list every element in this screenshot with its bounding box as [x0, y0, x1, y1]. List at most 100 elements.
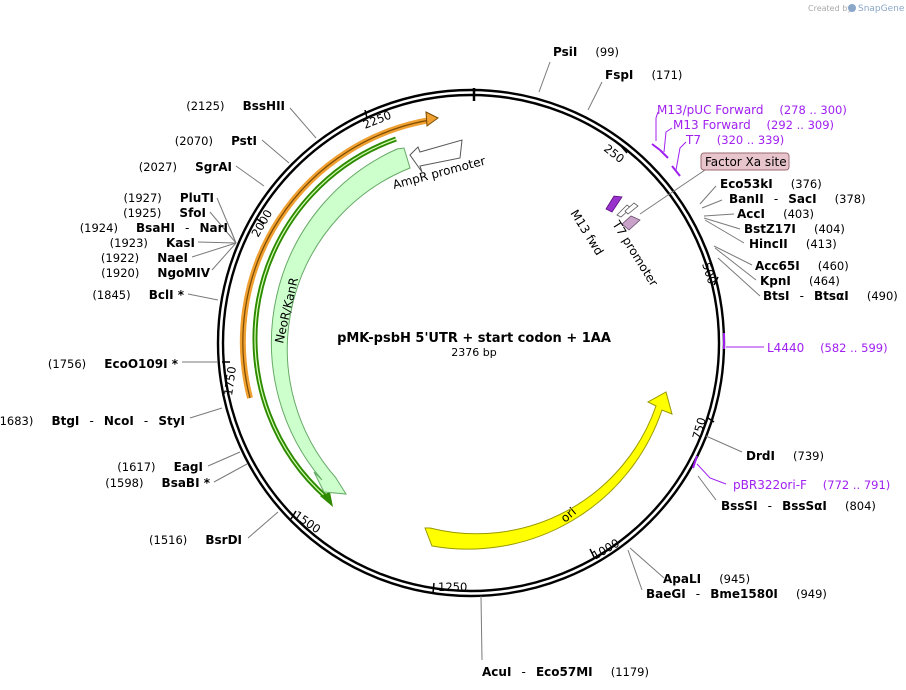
site-name: BsaBI * — [162, 476, 211, 490]
primer-label-l4440: L4440 (582 .. 599) — [767, 341, 888, 355]
primer-mark-m13-forward — [659, 149, 669, 159]
backbone-inner-ring — [221, 93, 721, 593]
factor-xa-site-box[interactable] — [700, 152, 790, 171]
site-sfoi[interactable]: (1925) SfoI — [123, 202, 206, 221]
watermark-prefix: Created by — [808, 4, 852, 13]
site-bsahi-nari[interactable]: (1924) BsaHI - NarI — [80, 217, 228, 236]
site-position: (171) — [652, 68, 683, 82]
site-drdi[interactable]: DrdI (739) — [746, 445, 824, 464]
site-ecoo109i[interactable]: (1756) EcoO109I * — [48, 353, 179, 372]
site-naei[interactable]: (1922) NaeI — [101, 247, 188, 266]
primer-mark-pbr322ori-f — [692, 455, 698, 469]
site-baegi-bme1580i[interactable]: BaeGI - Bme1580I (949) — [646, 583, 827, 602]
site-btgi-ncoi-styi[interactable]: (1683) BtgI - NcoI - StyI — [0, 410, 185, 429]
leader-sgrai — [235, 165, 265, 187]
factor-xa-leader-line — [639, 169, 706, 215]
site-acci[interactable]: AccI (403) — [737, 203, 814, 222]
t7-promoter-feature[interactable] — [621, 215, 641, 231]
leader-ngomiv — [211, 242, 237, 271]
ori-feature[interactable] — [424, 391, 673, 550]
tick-mark-1000 — [589, 548, 595, 558]
leader-bsrdi — [247, 511, 279, 539]
site-separator: - — [696, 587, 700, 601]
leader-apali — [629, 547, 665, 579]
site-bsssi-bsssai[interactable]: BssSI - BssSαI (804) — [721, 495, 876, 514]
snapgene-watermark: Created by SnapGene — [808, 4, 905, 14]
site-sgrai[interactable]: (2027) SgrAI — [139, 156, 232, 175]
site-bsabi[interactable]: (1598) BsaBI * — [105, 472, 211, 491]
site-name: PsiI — [553, 45, 577, 59]
site-separator: - — [768, 499, 772, 513]
site-hincii[interactable]: HincII (413) — [749, 233, 837, 252]
site-position: (949) — [796, 587, 827, 601]
site-eco53ki[interactable]: Eco53kI (376) — [720, 173, 822, 192]
plasmid-size: 2376 bp — [451, 346, 496, 359]
site-ngomiv[interactable]: (1920) NgoMIV — [101, 262, 211, 281]
site-bstz17i[interactable]: BstZ17I (404) — [744, 218, 845, 237]
tick-label-1750: 1750 — [221, 365, 239, 396]
site-separator: - — [89, 414, 93, 428]
site-name: BanII — [729, 192, 764, 206]
orange-feature-arc-core — [242, 119, 431, 399]
site-name: NcoI — [104, 414, 134, 428]
tick-label-1250: 1250 — [438, 580, 467, 594]
site-apali[interactable]: ApaLI (945) — [663, 568, 750, 587]
site-kasi[interactable]: (1923) KasI — [110, 232, 195, 251]
site-kpni[interactable]: KpnI (464) — [760, 270, 840, 289]
site-acc65i[interactable]: Acc65I (460) — [755, 255, 849, 274]
site-name: NaeI — [157, 251, 188, 265]
tick-mark-500 — [713, 276, 719, 286]
site-bsrdi[interactable]: (1516) BsrDI — [149, 529, 242, 548]
features: NeoR/KanR AmpR promoter ori M13 fwd T7 p… — [239, 111, 790, 550]
site-name: BtgI — [51, 414, 79, 428]
primer-leader-pbr322ori-f — [696, 463, 727, 485]
leader-naei — [191, 242, 237, 258]
site-name: BtsαI — [814, 289, 849, 303]
site-position: (1923) — [110, 236, 148, 250]
primer-label-m13-forward: M13 Forward (292 .. 309) — [673, 118, 834, 132]
feature-label-factor-xa-site: Factor Xa site — [705, 155, 787, 169]
site-btsi-btsai[interactable]: BtsI - BtsαI (490) — [763, 285, 898, 304]
m13-fwd-feature[interactable] — [605, 195, 623, 213]
site-position: (403) — [783, 207, 814, 221]
leader-sfoi — [209, 211, 237, 244]
site-separator: - — [144, 414, 148, 428]
primer-binding-sites: M13/pUC Forward (278 .. 300) M13 Forward… — [651, 103, 891, 492]
site-fspi[interactable]: FspI (171) — [605, 64, 682, 83]
primer-name-m13-puc-forward: M13/pUC Forward — [657, 103, 764, 117]
site-name: SgrAI — [195, 160, 232, 174]
site-banii-saci[interactable]: BanII - SacI (378) — [729, 188, 866, 207]
site-name: Bme1580I — [710, 587, 778, 601]
primer-name-m13-forward: M13 Forward — [673, 118, 751, 132]
primer-range-pbr322ori-f: (772 .. 791) — [823, 478, 891, 492]
neor-kanr-feature[interactable] — [271, 147, 411, 495]
site-bcli[interactable]: (1845) BclI * — [92, 284, 184, 303]
tick-mark-1250 — [432, 582, 435, 594]
site-pluti[interactable]: (1927) PluTI — [124, 187, 214, 206]
ampr-promoter-feature[interactable] — [409, 139, 463, 173]
primer-range-m13-forward: (292 .. 309) — [767, 118, 835, 132]
site-position: (460) — [818, 259, 849, 273]
green-feature-arc-highlight — [254, 138, 397, 499]
site-acui-eco57mi[interactable]: AcuI - Eco57MI (1179) — [482, 661, 649, 680]
site-bsshii[interactable]: (2125) BssHII — [186, 95, 285, 114]
site-name: EagI — [174, 460, 203, 474]
site-position: (1516) — [149, 533, 187, 547]
primer-range-t7: (320 .. 339) — [717, 133, 785, 147]
green-feature-arrowhead — [320, 492, 333, 507]
site-position: (490) — [867, 289, 898, 303]
site-name: BstZ17I — [744, 222, 796, 236]
site-name: BssSI — [721, 499, 758, 513]
snapgene-logo-icon — [848, 4, 856, 12]
site-psti[interactable]: (2070) PstI — [175, 130, 257, 149]
primer-leader-m13-forward — [663, 127, 673, 153]
leader-btsi — [717, 257, 761, 297]
site-psii[interactable]: PsiI (99) — [553, 41, 619, 60]
site-eagi[interactable]: (1617) EagI — [117, 456, 203, 475]
primer-mark-t7 — [671, 165, 681, 177]
site-name: StyI — [158, 414, 185, 428]
leader-psshii — [289, 107, 317, 139]
site-name: PstI — [231, 134, 257, 148]
leader-eco53ki — [699, 185, 717, 205]
leader-banii-saci — [701, 199, 723, 209]
